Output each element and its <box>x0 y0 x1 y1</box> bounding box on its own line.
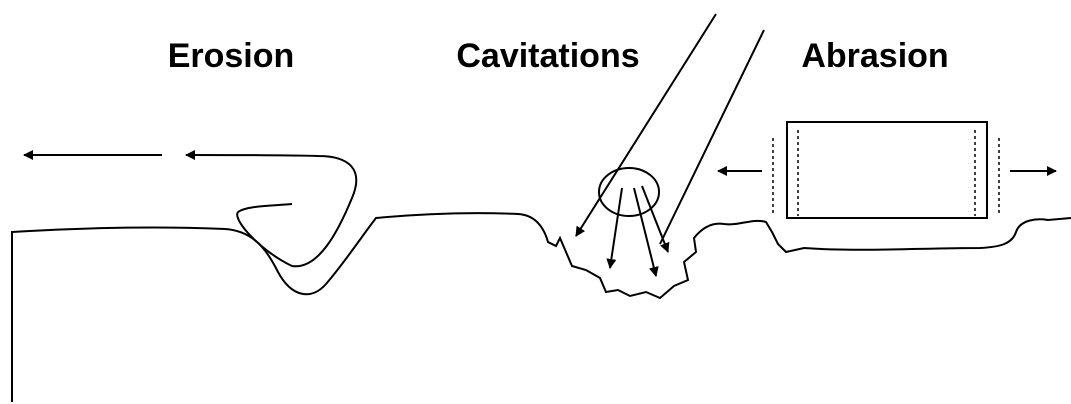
cavitation-arrow-1 <box>610 188 622 268</box>
cavitations-label: Cavitations <box>456 36 639 76</box>
cavitation-arrow-2 <box>634 188 656 276</box>
cavitation-arrow-3 <box>642 186 668 252</box>
abrasion-label: Abrasion <box>801 36 948 76</box>
erosion-label: Erosion <box>168 36 295 76</box>
cavitation-jet-right-line <box>660 30 764 244</box>
material-surface-line <box>12 213 1071 402</box>
abrasion-block <box>787 122 987 218</box>
erosion-flow-arrow-swirl <box>186 155 356 266</box>
